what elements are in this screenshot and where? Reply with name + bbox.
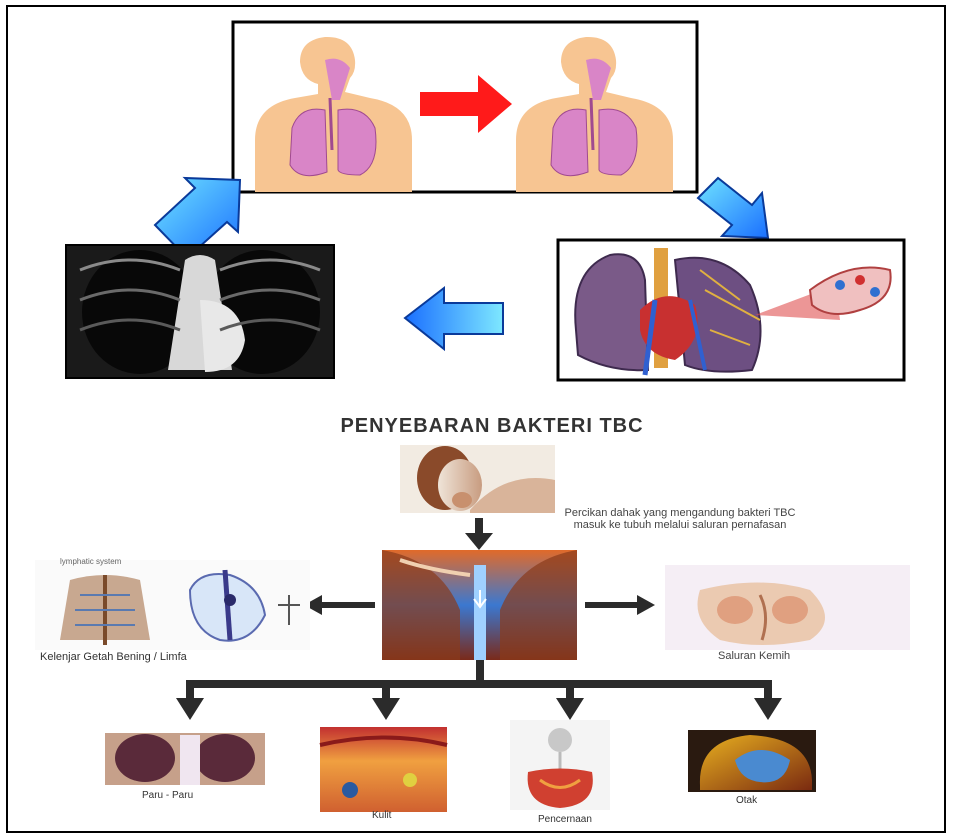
lymphatic-system-caption: lymphatic system: [60, 557, 121, 566]
label-paru: Paru - Paru: [142, 790, 193, 801]
label-kulit: Kulit: [372, 810, 391, 821]
label-limfa: Kelenjar Getah Bening / Limfa: [40, 651, 187, 663]
diagram-title: PENYEBARAN BAKTERI TBC: [232, 415, 752, 438]
transmission-note: Percikan dahak yang mengandung bakteri T…: [560, 507, 800, 531]
label-pencernaan: Pencernaan: [538, 814, 592, 825]
label-saluran-kemih: Saluran Kemih: [718, 650, 790, 662]
label-otak: Otak: [736, 795, 757, 806]
